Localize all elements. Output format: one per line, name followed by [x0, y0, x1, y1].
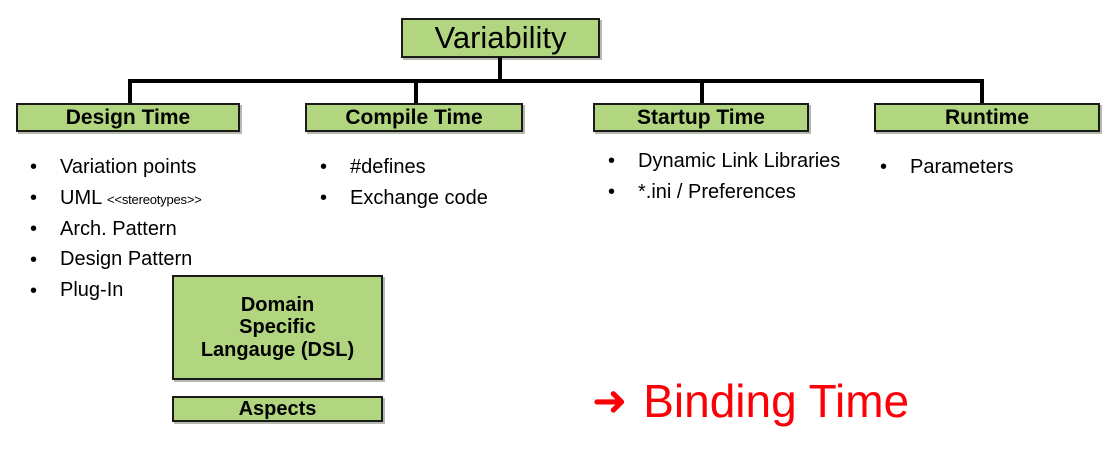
- bullet-dot-icon: •: [880, 156, 888, 179]
- bullet-item-label: UML: [60, 186, 108, 209]
- bullet-item-label: Variation points: [60, 156, 197, 178]
- bullet-item: • Dynamic Link Libraries: [600, 148, 865, 175]
- bullet-item-label: *.ini / Preferences: [638, 180, 796, 203]
- connector-drop-compile-time: [414, 79, 418, 105]
- bullet-item: • Arch. Pattern: [22, 216, 292, 243]
- bullet-dot-icon: •: [30, 187, 38, 210]
- bullet-dot-icon: •: [30, 279, 38, 302]
- bullet-dot-icon: •: [320, 156, 328, 179]
- node-startup-time[interactable]: Startup Time: [593, 103, 809, 132]
- bullet-item: • #defines: [312, 154, 572, 181]
- node-compile-time-label: Compile Time: [345, 105, 483, 129]
- bullet-item-stereotype: <<stereotypes>>: [107, 191, 202, 207]
- node-design-time[interactable]: Design Time: [16, 103, 240, 132]
- bullet-item-label: Dynamic Link Libraries: [638, 150, 841, 172]
- bullet-dot-icon: •: [320, 187, 328, 210]
- binding-time-label: Binding Time: [643, 375, 910, 427]
- bullet-item-label: Design Pattern: [60, 248, 193, 271]
- bullet-item-label: #defines: [350, 156, 426, 178]
- node-aspects[interactable]: Aspects: [172, 396, 383, 422]
- bullet-dot-icon: •: [608, 181, 616, 204]
- connector-bus: [128, 79, 984, 83]
- bullet-dot-icon: •: [30, 248, 38, 271]
- bullet-list-design-time: • Variation points • UML <<stereotypes>> • Ar…: [22, 154, 292, 308]
- bullet-item: • Plug-In: [22, 277, 292, 304]
- bullet-dot-icon: •: [30, 217, 38, 240]
- connector-drop-design-time: [128, 79, 132, 105]
- bullet-item: • Exchange code: [312, 185, 572, 212]
- bullet-item: • Variation points: [22, 154, 292, 181]
- bullet-item-label: Arch. Pattern: [60, 217, 177, 240]
- node-design-time-label: Design Time: [65, 105, 191, 129]
- bullet-item: • *.ini / Preferences: [600, 179, 865, 206]
- bullet-dot-icon: •: [608, 150, 616, 173]
- bullet-item: • Design Pattern: [22, 246, 292, 273]
- connector-drop-runtime: [980, 79, 984, 105]
- bullet-list-compile-time: • #defines • Exchange code: [312, 154, 572, 216]
- arrow-right-icon: ➜: [592, 376, 628, 425]
- bullet-item-label: Plug-In: [60, 279, 124, 302]
- node-variability-label: Variability: [434, 19, 567, 55]
- node-runtime-label: Runtime: [945, 105, 1029, 129]
- node-startup-time-label: Startup Time: [637, 105, 765, 129]
- node-aspects-label: Aspects: [238, 397, 317, 420]
- node-variability[interactable]: Variability: [401, 18, 600, 58]
- bullet-item: • Parameters: [872, 154, 1102, 181]
- bullet-dot-icon: •: [30, 156, 38, 179]
- bullet-list-startup-time: • Dynamic Link Libraries • *.ini / Preferen…: [600, 148, 865, 210]
- node-runtime[interactable]: Runtime: [874, 103, 1100, 132]
- bullet-item-label: Exchange code: [350, 186, 488, 209]
- binding-time-callout: ➜ Binding Time: [592, 378, 909, 424]
- connector-drop-startup-time: [700, 79, 704, 105]
- bullet-item-label: Parameters: [910, 156, 1014, 178]
- node-compile-time[interactable]: Compile Time: [305, 103, 523, 132]
- bullet-item: • UML <<stereotypes>>: [22, 185, 292, 212]
- bullet-list-runtime: • Parameters: [872, 154, 1102, 185]
- connector-root-stem: [498, 57, 502, 81]
